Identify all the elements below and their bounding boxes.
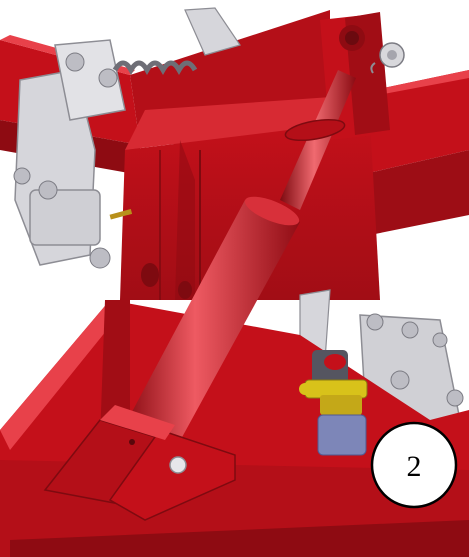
valve-icon — [299, 350, 368, 456]
clevis-pin-icon — [169, 456, 187, 474]
callout-circle — [370, 421, 458, 509]
callout-marker: 2 — [370, 421, 458, 509]
left-clamp-assembly — [13, 7, 241, 344]
hydraulic-cylinder-icon — [125, 70, 356, 450]
lower-clevis-bracket — [43, 405, 236, 521]
spring-icon — [112, 60, 198, 76]
callout-label: 2 — [407, 450, 422, 483]
